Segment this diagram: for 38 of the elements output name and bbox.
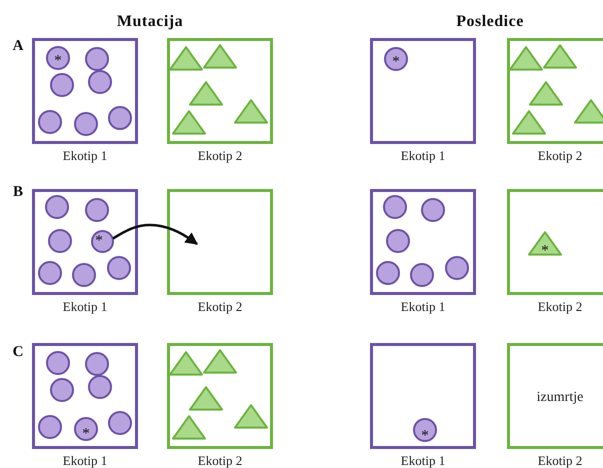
empty-box: [507, 189, 603, 295]
ecotype-label: Ekotip 1: [400, 148, 446, 164]
mutation-asterisk: *: [392, 54, 400, 70]
ecotype-label: Ekotip 1: [400, 299, 446, 315]
empty-box: [167, 189, 273, 295]
ecotype-label: Ekotip 2: [196, 453, 244, 468]
empty-box: [370, 189, 476, 295]
box-text: izumrtje: [536, 390, 584, 406]
mutation-asterisk: *: [421, 428, 429, 444]
mutation-asterisk: *: [54, 54, 62, 68]
ecotype-label: Ekotip 1: [62, 148, 108, 164]
empty-box: [370, 38, 476, 144]
column-heading: Posledice: [456, 13, 524, 31]
ecotype-box: [507, 343, 603, 449]
ecotype-label: Ekotip 2: [536, 299, 584, 315]
ecotype-label: Ekotip 1: [62, 453, 108, 468]
column-heading: Mutacija: [116, 13, 184, 31]
row-letter: C: [12, 344, 24, 360]
empty-box: [507, 38, 603, 144]
row-letter: B: [12, 184, 23, 200]
empty-box: [32, 38, 138, 144]
mutation-asterisk: *: [95, 234, 103, 248]
row-letter: A: [12, 38, 24, 54]
empty-box: [167, 343, 273, 449]
ecotype-label: Ekotip 2: [536, 453, 584, 468]
empty-box: [167, 38, 273, 144]
arrow: [112, 224, 198, 246]
ecotype-label: Ekotip 2: [196, 299, 244, 315]
ecotype-label: Ekotip 1: [400, 453, 446, 468]
mutant-circle: [91, 230, 114, 253]
mutation-asterisk: *: [82, 426, 90, 442]
empty-box: [32, 343, 138, 449]
ecotype-label: Ekotip 1: [62, 299, 108, 315]
mutation-asterisk: *: [541, 244, 549, 258]
empty-box: [32, 189, 138, 295]
ecotype-label: Ekotip 2: [536, 148, 584, 164]
empty-box: [370, 343, 476, 449]
ecotype-label: Ekotip 2: [196, 148, 244, 164]
